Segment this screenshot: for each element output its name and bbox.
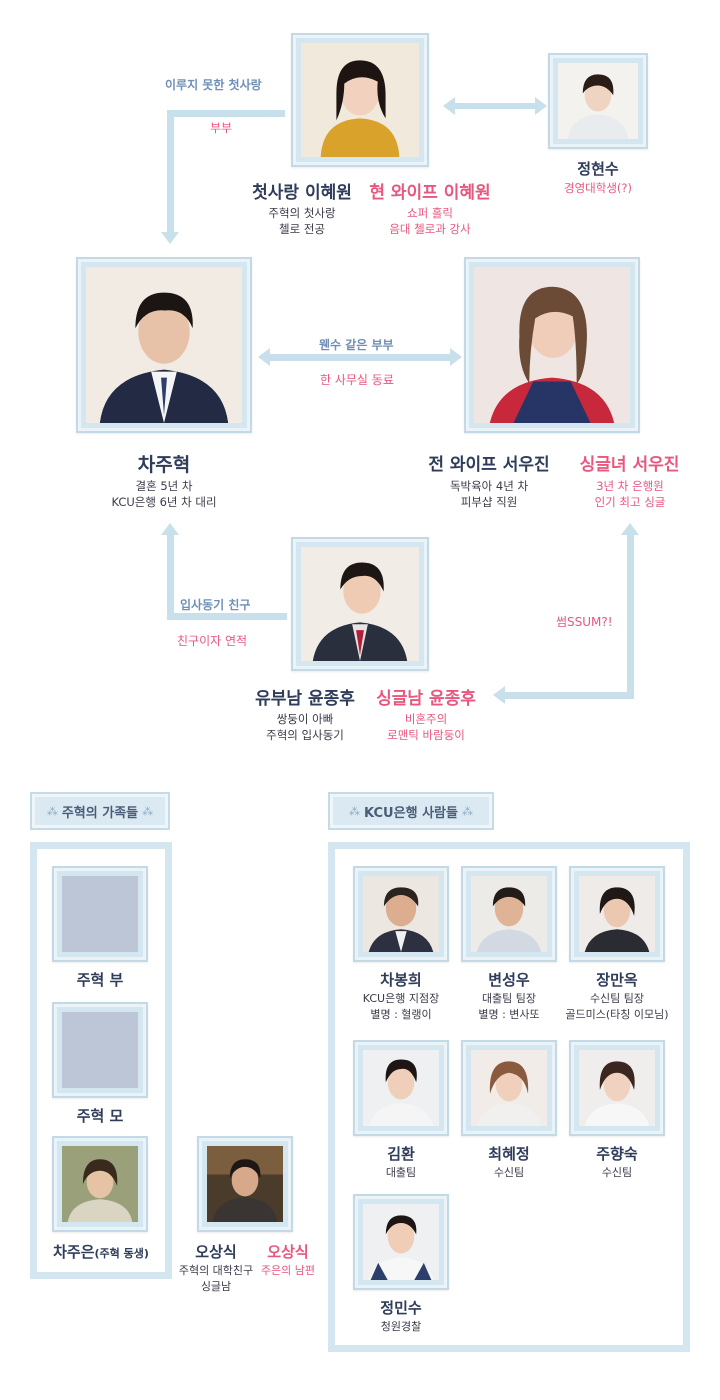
person-desc-hyangsook: 수신팀 bbox=[601, 1166, 633, 1179]
portrait-frame-woojin bbox=[464, 257, 640, 433]
portrait-frame-hyangsook bbox=[569, 1040, 665, 1136]
person-name-bonghee: 차봉희 bbox=[380, 971, 422, 989]
person-desc-hyunsoo: 경영대학생(?) bbox=[564, 181, 632, 195]
person-desc-kimhwan: 대출팀 bbox=[385, 1166, 417, 1179]
portrait-frame-hyewon bbox=[291, 33, 429, 167]
connector-line bbox=[167, 535, 174, 620]
person-name-jonghoo-b: 싱글남 윤종후 bbox=[376, 689, 476, 709]
portrait-frame-jonghoo bbox=[291, 537, 429, 671]
person-name-minsoo: 정민수 bbox=[380, 1299, 422, 1317]
arrow-right-icon bbox=[450, 348, 462, 366]
ornament-icon: ⁂ bbox=[349, 804, 361, 818]
portrait-photo bbox=[471, 876, 547, 952]
arrow-left-icon bbox=[258, 348, 270, 366]
person-name-father: 주혁 부 bbox=[76, 971, 124, 989]
person-name-osangsik-b: 오상식 bbox=[267, 1243, 309, 1261]
portrait-frame-bonghee bbox=[353, 866, 449, 962]
person-name-juhyuk: 차주혁 bbox=[137, 454, 191, 476]
connector-line bbox=[627, 535, 634, 698]
portrait-frame-jueun bbox=[52, 1136, 148, 1232]
portrait-frame-mother bbox=[52, 1002, 148, 1098]
portrait-photo bbox=[301, 547, 419, 661]
connector-line bbox=[455, 103, 537, 109]
portrait-photo bbox=[301, 43, 419, 157]
ornament-icon: ⁂ bbox=[46, 804, 58, 818]
relation-label-rival-couple: 웬수 같은 부부 bbox=[319, 338, 394, 352]
relation-label-coworker: 한 사무실 동료 bbox=[320, 373, 394, 387]
portrait-photo bbox=[558, 63, 638, 139]
portrait-photo bbox=[207, 1146, 283, 1222]
portrait-photo bbox=[363, 1050, 439, 1126]
section-title-kcu: ⁂ KCU은행 사람들 ⁂ bbox=[328, 792, 494, 830]
portrait-frame-father bbox=[52, 866, 148, 962]
relation-label-couple: 부부 bbox=[210, 121, 233, 135]
portrait-frame-manok bbox=[569, 866, 665, 962]
portrait-photo bbox=[62, 1146, 138, 1222]
portrait-photo bbox=[474, 267, 630, 423]
portrait-frame-juhyuk bbox=[76, 257, 252, 433]
person-name-hyunsoo: 정현수 bbox=[577, 160, 619, 178]
person-name-hyejung: 최혜정 bbox=[488, 1145, 530, 1163]
section-title-family: ⁂ 주혁의 가족들 ⁂ bbox=[30, 792, 170, 830]
portrait-placeholder bbox=[62, 876, 138, 952]
connector-line bbox=[167, 110, 285, 117]
ornament-icon: ⁂ bbox=[142, 804, 154, 818]
person-name-sungwoo: 변성우 bbox=[488, 971, 530, 989]
arrow-left-icon bbox=[443, 97, 455, 115]
arrow-right-icon bbox=[535, 97, 547, 115]
connector-line bbox=[167, 613, 287, 620]
portrait-frame-hyejung bbox=[461, 1040, 557, 1136]
portrait-photo bbox=[579, 876, 655, 952]
arrow-down-icon bbox=[161, 232, 179, 244]
connector-line bbox=[167, 110, 174, 232]
person-name-woojin-a: 전 와이프 서우진 bbox=[428, 455, 550, 475]
person-name-osangsik-a: 오상식 bbox=[195, 1243, 237, 1261]
relation-label-first-love: 이루지 못한 첫사랑 bbox=[165, 78, 262, 92]
arrow-left-icon bbox=[493, 686, 505, 704]
relation-label-friend-rival: 친구이자 연적 bbox=[177, 634, 248, 648]
person-name-hyewon-a: 첫사랑 이혜원 bbox=[252, 183, 352, 203]
person-name-mother: 주혁 모 bbox=[76, 1107, 124, 1125]
person-desc-minsoo: 청원경찰 bbox=[380, 1320, 422, 1333]
person-name-kimhwan: 김환 bbox=[387, 1145, 415, 1163]
person-name-jueun: 차주은(주혁 동생) bbox=[53, 1243, 149, 1261]
connector-line bbox=[270, 354, 450, 361]
person-name-hyewon-b: 현 와이프 이혜원 bbox=[369, 183, 491, 203]
portrait-frame-kimhwan bbox=[353, 1040, 449, 1136]
person-desc-hyejung: 수신팀 bbox=[493, 1166, 525, 1179]
person-name-hyangsook: 주향숙 bbox=[596, 1145, 638, 1163]
relation-label-ssum: 썸SSUM?! bbox=[556, 615, 613, 629]
portrait-photo bbox=[471, 1050, 547, 1126]
portrait-placeholder bbox=[62, 1012, 138, 1088]
person-desc-osangsik-b: 주은의 남편 bbox=[260, 1264, 316, 1277]
arrow-up-icon bbox=[161, 523, 179, 535]
portrait-frame-sungwoo bbox=[461, 866, 557, 962]
person-name-jonghoo-a: 유부남 윤종후 bbox=[255, 689, 355, 709]
portrait-photo bbox=[86, 267, 242, 423]
arrow-up-icon bbox=[621, 523, 639, 535]
person-name-woojin-b: 싱글녀 서우진 bbox=[579, 455, 680, 475]
person-name-manok: 장만옥 bbox=[596, 971, 638, 989]
portrait-photo bbox=[363, 876, 439, 952]
connector-line bbox=[505, 692, 634, 699]
portrait-frame-minsoo bbox=[353, 1194, 449, 1290]
portrait-frame-hyunsoo bbox=[548, 53, 648, 149]
portrait-photo bbox=[363, 1204, 439, 1280]
ornament-icon: ⁂ bbox=[461, 804, 473, 818]
portrait-photo bbox=[579, 1050, 655, 1126]
relation-label-peer-friend: 입사동기 친구 bbox=[180, 598, 251, 612]
portrait-frame-osangsik bbox=[197, 1136, 293, 1232]
